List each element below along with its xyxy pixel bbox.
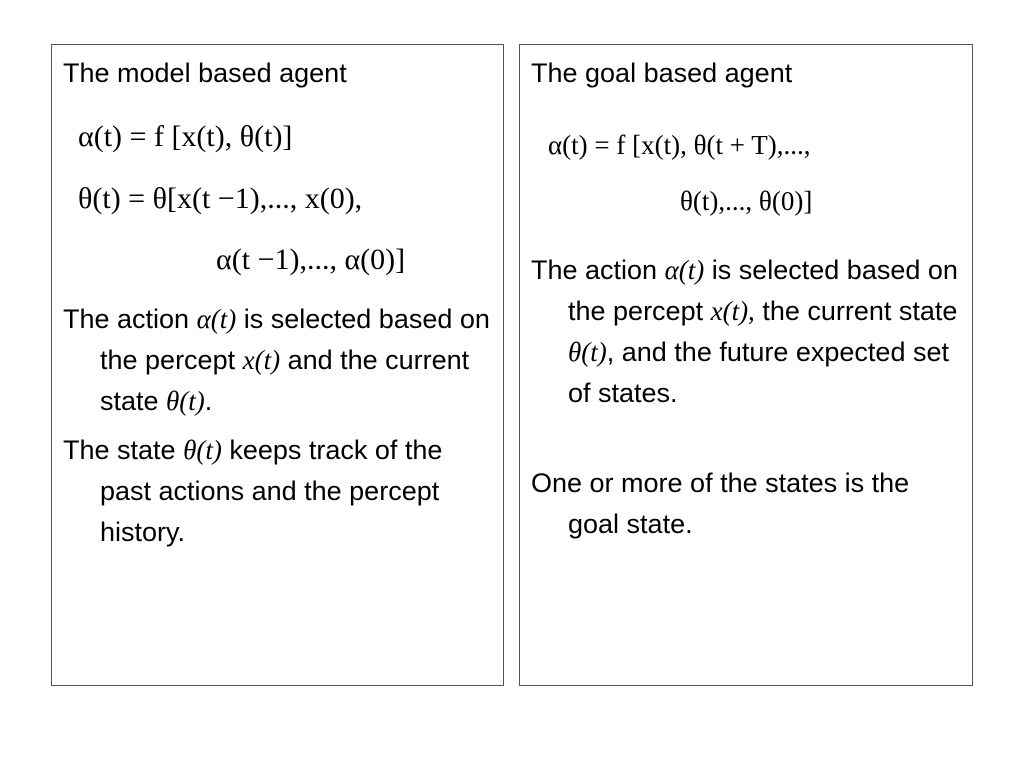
equation-action: α(t) = f [x(t), θ(t)]: [78, 120, 293, 153]
text: and the current state: [100, 345, 470, 416]
text: The action: [531, 255, 665, 285]
text: is selected based on the percept: [568, 255, 958, 326]
text: The state: [63, 435, 184, 465]
percept-symbol: x(t),: [710, 296, 755, 326]
equation-action-continued: θ(t),..., θ(0)]: [680, 186, 813, 216]
text: is selected based on the percept: [100, 304, 490, 375]
bullet-state-tracking: The state θ(t) keeps track of the past a…: [63, 430, 493, 553]
equation-action: α(t) = f [x(t), θ(t + T),...,: [548, 130, 811, 160]
model-based-agent-panel: The model based agent α(t) = f [x(t), θ(…: [51, 44, 504, 686]
alpha-symbol: α(t): [664, 255, 705, 285]
alpha-symbol: α(t): [196, 304, 237, 334]
bullet-action-selection: The action α(t) is selected based on the…: [63, 299, 493, 422]
theta-symbol: θ(t): [183, 435, 222, 465]
panel-title: The goal based agent: [531, 58, 793, 88]
text: keeps track of the past actions and the …: [100, 435, 443, 547]
text: The action: [63, 304, 197, 334]
percept-symbol: x(t): [242, 345, 281, 375]
goal-based-agent-panel: The goal based agent α(t) = f [x(t), θ(t…: [519, 44, 973, 686]
panel-title: The model based agent: [63, 58, 347, 88]
bullet-action-selection: The action α(t) is selected based on the…: [531, 250, 961, 414]
text: .: [204, 386, 213, 416]
theta-symbol: θ(t): [568, 337, 607, 367]
bullet-goal-state: One or more of the states is the goal st…: [531, 468, 910, 539]
text: , and the future expected set of states.: [568, 337, 949, 408]
equation-state-continued: α(t −1),..., α(0)]: [216, 243, 406, 276]
text: the current state: [754, 296, 958, 326]
theta-symbol: θ(t): [166, 386, 205, 416]
equation-state: θ(t) = θ[x(t −1),..., x(0),: [78, 182, 363, 215]
